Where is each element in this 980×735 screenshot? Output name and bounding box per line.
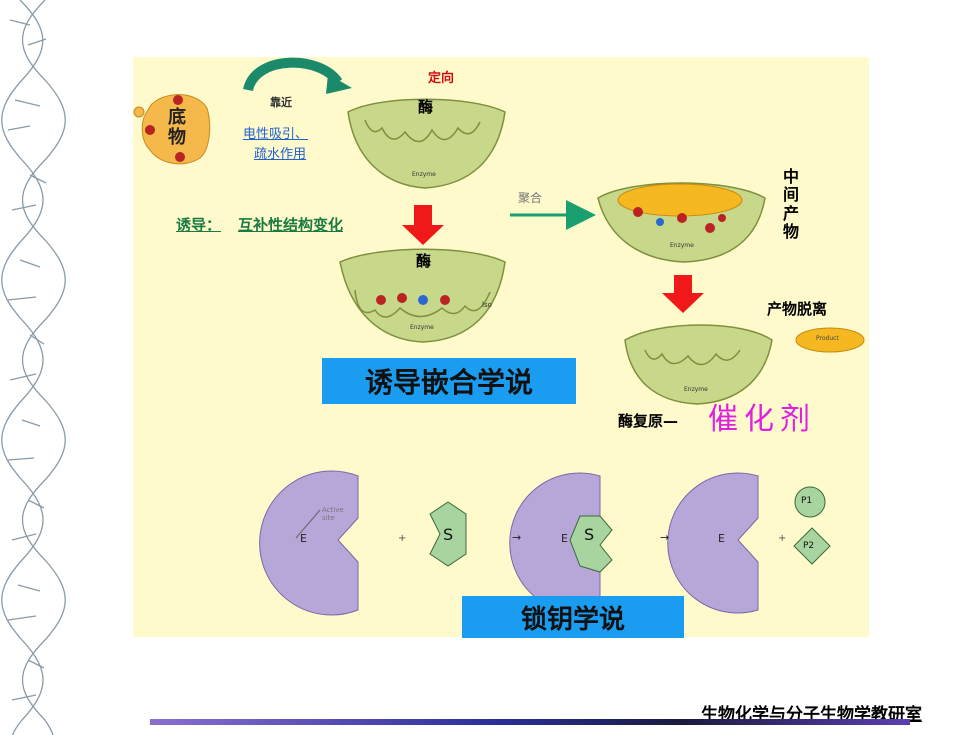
substrate-molecule bbox=[133, 94, 211, 165]
lock-enzyme-free bbox=[667, 472, 759, 614]
lock-S-1: S bbox=[443, 525, 454, 544]
plus-2: + bbox=[778, 533, 787, 544]
approach-label: 靠近 bbox=[270, 96, 292, 109]
enzyme-top bbox=[347, 98, 506, 189]
bound-groups bbox=[376, 293, 450, 305]
product-ellipse bbox=[795, 327, 865, 353]
induction-text: 互补性结构变化 bbox=[238, 216, 344, 234]
active-site-line bbox=[295, 509, 321, 539]
enzyme-restored bbox=[624, 324, 773, 405]
plus-1: + bbox=[398, 533, 407, 544]
red-down-arrow-2 bbox=[662, 275, 704, 313]
arrow-1: → bbox=[512, 531, 522, 544]
lock-E-2: E bbox=[561, 532, 568, 545]
P2-label: P2 bbox=[803, 541, 815, 551]
product-P2-diamond bbox=[793, 527, 831, 565]
lock-substrate-S bbox=[429, 501, 467, 567]
induced-fit-title-box: 诱导嵌合学说 bbox=[322, 358, 576, 404]
enzyme-intermediate bbox=[597, 182, 766, 263]
polymerize-label: 聚合 bbox=[518, 191, 543, 205]
lock-key-title-box: 锁钥学说 bbox=[462, 596, 684, 638]
product-release-label: 产物脱离 bbox=[767, 300, 828, 318]
product-tag: Product bbox=[816, 335, 839, 342]
direction-label: 定向 bbox=[428, 71, 455, 86]
intermediate-label: 中间产物 bbox=[783, 167, 800, 242]
P1-label: P1 bbox=[801, 496, 813, 506]
footer-divider-bar bbox=[150, 719, 910, 725]
active-site-label: Active site bbox=[322, 506, 344, 523]
lock-enzyme-1 bbox=[259, 470, 359, 616]
enzyme-label-mid: 酶 bbox=[416, 252, 432, 270]
red-down-arrow-1 bbox=[402, 205, 444, 245]
enzyme-tag-restored: Enzyme bbox=[684, 386, 708, 393]
lock-E-3: E bbox=[718, 532, 725, 545]
approach-arrowhead bbox=[326, 74, 352, 94]
dna-helix-decoration bbox=[1, 0, 66, 735]
lock-S-2: S bbox=[584, 525, 595, 544]
enzyme-tag-top: Enzyme bbox=[412, 171, 436, 178]
forces-line1: 电性吸引、 bbox=[243, 127, 309, 142]
lock-E-1: E bbox=[300, 532, 307, 545]
approach-curved-arrow bbox=[243, 57, 343, 92]
forces-line2: 疏水作用 bbox=[254, 147, 307, 162]
enzyme-restore-label: 酶复原— bbox=[618, 412, 679, 430]
product-P1-circle bbox=[794, 486, 826, 518]
arrow-2: → bbox=[660, 531, 670, 544]
enzyme-label-top: 酶 bbox=[418, 98, 434, 116]
site-tag-mid: lso bbox=[482, 301, 492, 309]
lock-enzyme-complex bbox=[509, 472, 613, 614]
substrate-label: 底物 bbox=[168, 107, 186, 148]
enzyme-tag-mid: Enzyme bbox=[410, 324, 434, 331]
enzyme-tag-intermediate: Enzyme bbox=[670, 242, 694, 249]
catalyst-label: 催化剂 bbox=[708, 402, 816, 437]
induction-label: 诱导： bbox=[176, 216, 222, 234]
